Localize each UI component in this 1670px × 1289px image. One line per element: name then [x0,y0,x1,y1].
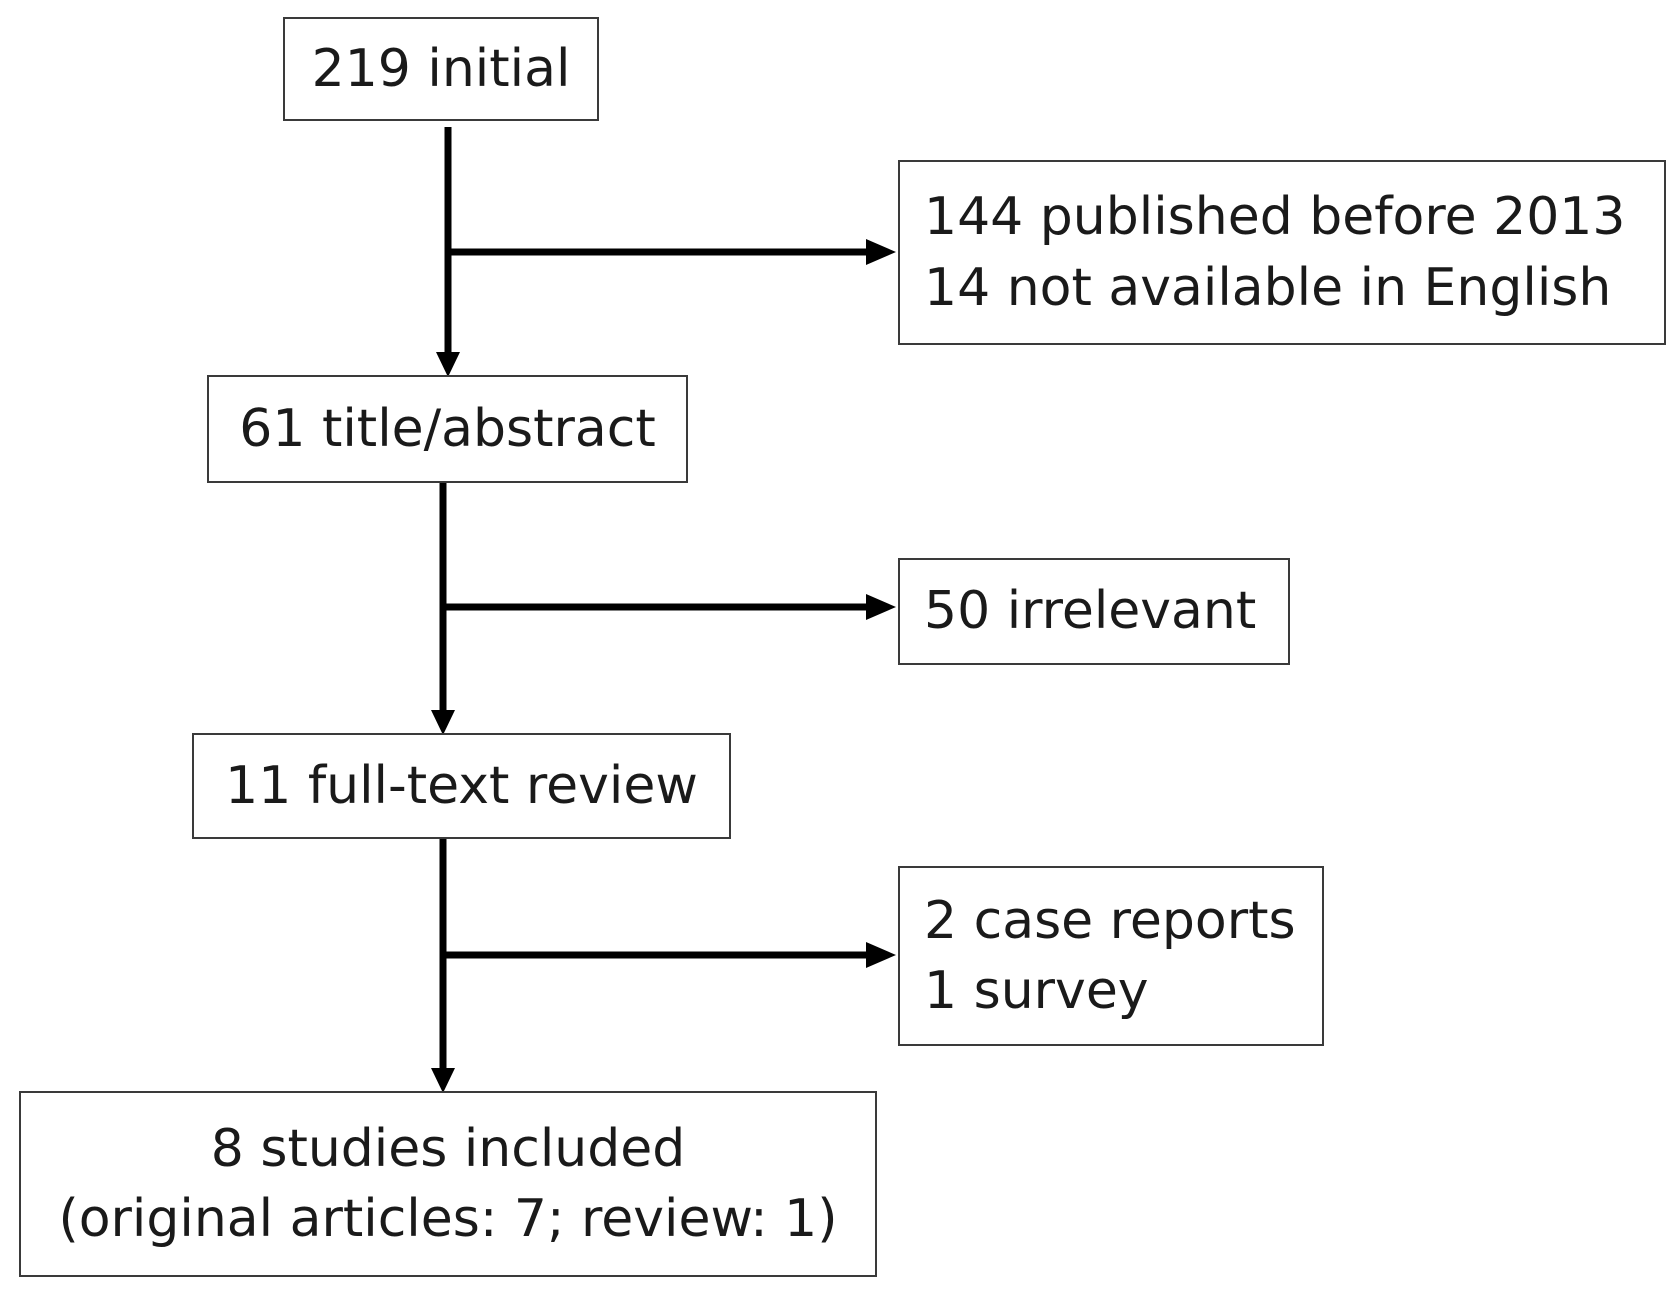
exclusion-1-line-1: 144 published before 2013 [924,187,1626,248]
initial-records-label: 219 initial [311,38,571,99]
initial-records-box: 219 initial [283,17,599,121]
exclusion-3-line-1: 2 case reports [924,890,1296,951]
arrowhead-fulltext-to-included [431,1068,455,1093]
exclusion-1-line-2: 14 not available in English [924,257,1612,318]
exclusion-2-line-1: 50 irrelevant [924,581,1257,642]
studies-included-label: 8 studies included [210,1118,686,1179]
exclusion-box-1: 144 published before 2013 14 not availab… [898,160,1666,345]
title-abstract-box: 61 title/abstract [207,375,688,483]
arrowhead-initial-to-title [436,352,460,377]
exclusion-3-line-2: 1 survey [924,961,1149,1021]
full-text-review-label: 11 full-text review [225,755,698,816]
exclusion-box-2: 50 irrelevant [898,558,1290,665]
arrowhead-to-exclusion-1 [866,239,896,265]
full-text-review-box: 11 full-text review [192,733,731,839]
arrowhead-to-exclusion-2 [866,594,896,620]
arrowhead-title-to-fulltext [431,710,455,735]
title-abstract-label: 61 title/abstract [239,398,656,459]
studies-included-box: 8 studies included (original articles: 7… [19,1091,877,1277]
arrowhead-to-exclusion-3 [866,942,896,968]
studies-included-breakdown: (original articles: 7; review: 1) [58,1189,838,1249]
exclusion-box-3: 2 case reports 1 survey [898,866,1324,1046]
